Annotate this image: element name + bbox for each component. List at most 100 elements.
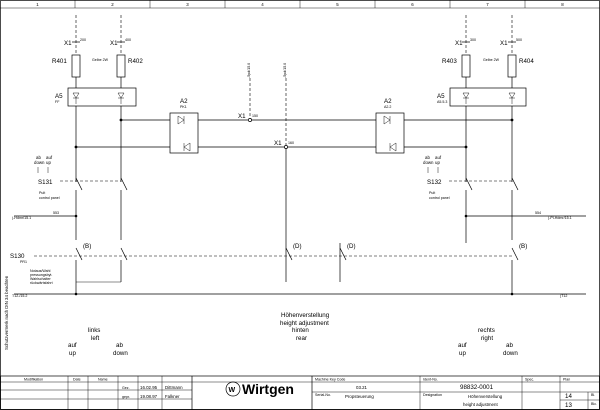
svg-text:-5pd/15.0: -5pd/15.0 xyxy=(247,63,251,78)
svg-text:Pult: Pult xyxy=(39,191,45,195)
svg-text:Falkner: Falkner xyxy=(165,394,180,399)
module-a5-left: A5 FF xyxy=(55,87,137,107)
svg-text:200: 200 xyxy=(80,38,86,42)
svg-text:A5: A5 xyxy=(437,93,445,100)
svg-text:Gelbe 2W: Gelbe 2W xyxy=(483,58,500,62)
column-ticks xyxy=(74,0,526,8)
column-label: 8 xyxy=(561,2,564,7)
switch-s131: ab auf down up S131 Pult control panel xyxy=(34,155,128,200)
svg-text:hinten: hinten xyxy=(292,327,309,334)
svg-text:Serial-No.: Serial-No. xyxy=(315,393,331,397)
svg-text:300: 300 xyxy=(470,38,476,42)
svg-text:rechts: rechts xyxy=(478,327,495,334)
svg-text:down: down xyxy=(503,350,518,357)
r401-label: R401 xyxy=(52,58,67,65)
svg-text:up: up xyxy=(435,160,440,165)
svg-text:500: 500 xyxy=(516,38,522,42)
title-block: Modifikation Date Name Gez. 16.02.95 Dit… xyxy=(0,375,600,410)
svg-text:left: left xyxy=(91,335,100,342)
svg-text:auf: auf xyxy=(435,155,442,160)
svg-text:16.02.95: 16.02.95 xyxy=(140,385,158,390)
terminal-x1-150 xyxy=(248,118,252,122)
svg-text:Pult: Pult xyxy=(429,191,435,195)
svg-text:right: right xyxy=(481,335,493,342)
svg-text:down: down xyxy=(113,350,128,357)
svg-text:Gelbe 2W: Gelbe 2W xyxy=(92,58,109,62)
svg-text:height adjustment: height adjustment xyxy=(280,320,329,327)
svg-text:S131: S131 xyxy=(38,179,53,186)
svg-text:A2: A2 xyxy=(180,98,188,105)
svg-text:03.21: 03.21 xyxy=(356,385,368,390)
r403-label: R403 xyxy=(442,58,457,65)
svg-text:S132: S132 xyxy=(427,179,442,186)
svg-text:auf: auf xyxy=(458,342,467,349)
svg-text:rear: rear xyxy=(296,335,307,342)
r402-label: R402 xyxy=(128,58,143,65)
x1-label-r404: X1 xyxy=(500,40,508,47)
svg-text:-5pd/15.0: -5pd/15.0 xyxy=(283,63,287,78)
svg-text:Notaus/Wahl: Notaus/Wahl xyxy=(30,269,51,273)
svg-text:rückwärtsfahrt: rückwärtsfahrt xyxy=(30,281,53,285)
svg-text:160: 160 xyxy=(288,141,294,145)
diode-icon xyxy=(389,142,397,152)
svg-text:W: W xyxy=(229,387,236,394)
svg-text:pressungsbyt.: pressungsbyt. xyxy=(30,273,52,277)
svg-text:T12-/15.2: T12-/15.2 xyxy=(12,294,27,298)
svg-text:19.08.97: 19.08.97 xyxy=(140,394,158,399)
svg-text:14: 14 xyxy=(565,393,572,400)
column-label: 6 xyxy=(411,2,414,7)
svg-text:(D): (D) xyxy=(347,243,356,250)
column-label: 2 xyxy=(111,2,114,7)
svg-text:Machine Key Code: Machine Key Code xyxy=(315,378,345,382)
svg-text:Bl.: Bl. xyxy=(591,393,595,397)
svg-text:98832-0001: 98832-0001 xyxy=(460,384,494,391)
svg-text:Gez.: Gez. xyxy=(122,386,130,390)
column-label: 1 xyxy=(36,2,39,7)
svg-text:Höhenverstellung: Höhenverstellung xyxy=(281,312,330,319)
resistor-r402 xyxy=(116,54,126,78)
svg-text:(B): (B) xyxy=(519,243,527,250)
svg-text:Ident-No.: Ident-No. xyxy=(423,378,438,382)
diode-icon xyxy=(177,115,185,125)
svg-text:A2.2: A2.2 xyxy=(384,105,391,109)
svg-text:150: 150 xyxy=(252,114,258,118)
svg-text:A2: A2 xyxy=(384,98,392,105)
svg-text:(-Hdmr/15.1: (-Hdmr/15.1 xyxy=(12,216,31,220)
svg-text:down: down xyxy=(423,160,434,165)
svg-text:Plan: Plan xyxy=(563,378,570,382)
svg-text:Modifikation: Modifikation xyxy=(24,378,43,382)
resistor-r404 xyxy=(507,54,517,78)
svg-text:control panel: control panel xyxy=(39,196,60,200)
svg-text:FF: FF xyxy=(55,100,60,104)
caption-center: Höhenverstellung height adjustment hinte… xyxy=(280,312,330,342)
svg-text:A5.5.3: A5.5.3 xyxy=(437,100,447,104)
x1-label-r401: X1 xyxy=(64,40,72,47)
side-label: Schutzvermerk nach DIN 34 beachten xyxy=(4,275,9,350)
svg-text:height adjustment: height adjustment xyxy=(463,402,498,407)
svg-text:gepr.: gepr. xyxy=(122,395,130,399)
svg-text:ab: ab xyxy=(36,155,41,160)
column-label: 7 xyxy=(486,2,489,7)
bus-t12: T12-/15.2 (T12 xyxy=(12,292,586,298)
x1-label-r403: X1 xyxy=(455,40,463,47)
diode-icon xyxy=(383,115,391,125)
svg-text:up: up xyxy=(459,350,466,357)
svg-text:Designation: Designation xyxy=(423,393,442,397)
svg-text:(D): (D) xyxy=(293,243,302,250)
column-label: 4 xyxy=(261,2,264,7)
module-a2-left: A2 PK1 xyxy=(169,98,199,154)
svg-text:A5: A5 xyxy=(55,93,63,100)
column-label: 3 xyxy=(186,2,189,7)
svg-text:(T12: (T12 xyxy=(560,294,567,298)
svg-text:Blc.: Blc. xyxy=(591,402,597,406)
resistor-r401 xyxy=(71,54,81,78)
svg-text:PR1: PR1 xyxy=(20,260,27,264)
svg-text:(-Pl-Hdmr/15.1: (-Pl-Hdmr/15.1 xyxy=(548,216,572,220)
x1-label-r402: X1 xyxy=(110,40,118,47)
switch-s132: ab auf down up S132 Pult control panel xyxy=(423,155,519,200)
resistor-r403 xyxy=(461,54,471,78)
svg-text:X1: X1 xyxy=(238,113,246,120)
svg-text:up: up xyxy=(46,160,51,165)
svg-text:ab: ab xyxy=(506,342,513,349)
